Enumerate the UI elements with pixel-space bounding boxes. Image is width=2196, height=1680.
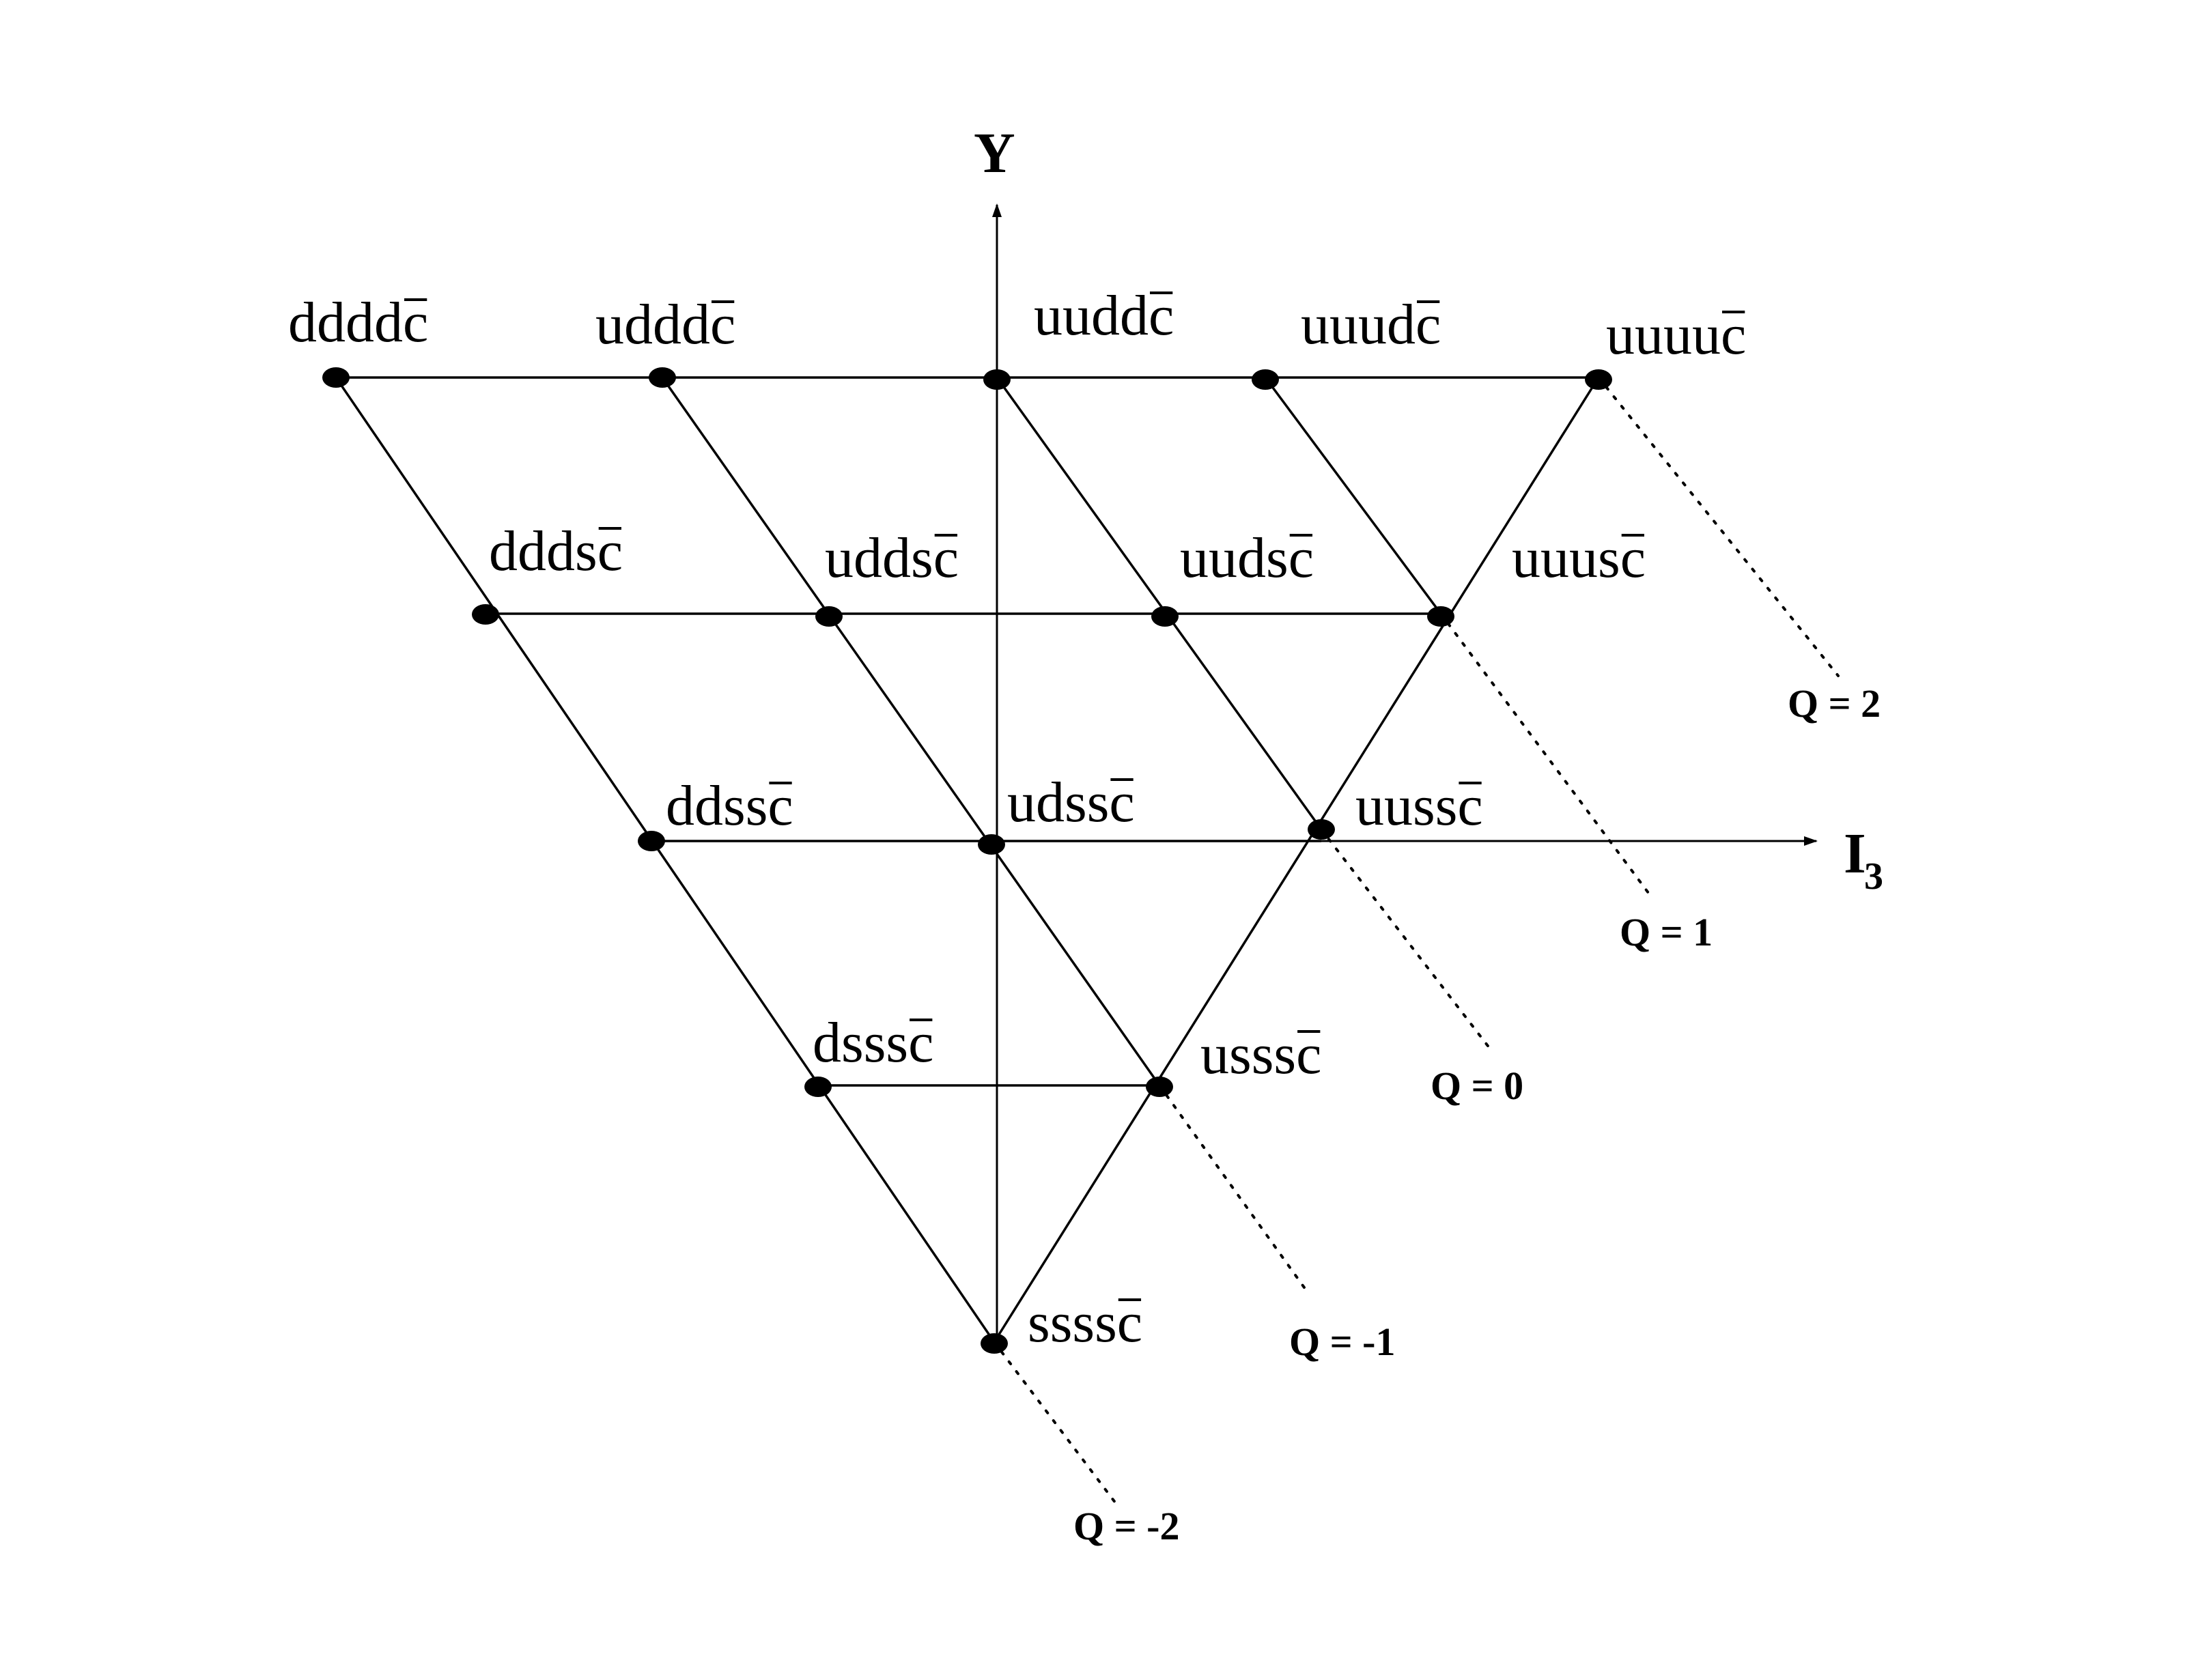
node-dddsc <box>472 604 499 625</box>
svg-text:uussc: uussc <box>1355 774 1483 838</box>
svg-text:uuusc: uuusc <box>1512 526 1646 590</box>
node-ssssc <box>981 1333 1008 1354</box>
diag-a <box>335 377 996 1343</box>
state-label-uuudc: uuudc <box>1301 293 1441 356</box>
svg-text:dsssc: dsssc <box>813 1011 933 1074</box>
state-label-dsssc: dsssc <box>813 1011 933 1074</box>
svg-text:ssssc: ssssc <box>1028 1291 1142 1354</box>
state-label-dddsc: dddsc <box>489 519 623 583</box>
state-label-udssc: udssc <box>1007 771 1135 834</box>
q-line-2 <box>1597 376 1840 677</box>
svg-text:ddddc: ddddc <box>288 291 428 354</box>
node-usssc <box>1146 1077 1173 1097</box>
q-label-minus1: Q = -1 <box>1289 1320 1395 1364</box>
q-label-1: Q = 1 <box>1620 910 1713 954</box>
node-uussc <box>1308 819 1335 840</box>
y-axis-label: Y <box>974 122 1015 185</box>
svg-text:uudsc: uudsc <box>1180 526 1314 590</box>
state-label-uuusc: uuusc <box>1512 526 1646 590</box>
state-label-ssssc: ssssc <box>1028 1291 1142 1354</box>
diag-c <box>996 376 1323 831</box>
svg-text:uuudc: uuudc <box>1301 293 1441 356</box>
state-label-ddssc: ddssc <box>666 774 793 838</box>
node-ddddc <box>322 367 350 388</box>
svg-text:dddsc: dddsc <box>489 519 623 583</box>
q-line-1 <box>1439 612 1654 900</box>
state-label-uussc: uussc <box>1355 774 1483 838</box>
svg-text:udddc: udddc <box>595 293 735 356</box>
svg-text:uddsc: uddsc <box>825 526 959 590</box>
node-ddssc <box>638 831 665 851</box>
q-label-2: Q = 2 <box>1788 681 1881 726</box>
svg-text:uuddc: uuddc <box>1034 284 1174 347</box>
q-label-0: Q = 0 <box>1431 1064 1523 1108</box>
state-label-uddsc: uddsc <box>825 526 959 590</box>
svg-text:udssc: udssc <box>1007 771 1135 834</box>
node-uuddc <box>983 369 1011 390</box>
diag-b <box>661 376 1161 1087</box>
q-line-minus1 <box>1158 1084 1309 1294</box>
node-uudsc <box>1151 606 1179 627</box>
svg-text:usssc: usssc <box>1200 1023 1321 1086</box>
node-uuusc <box>1427 606 1454 627</box>
node-udddc <box>649 367 676 388</box>
state-label-ddddc: ddddc <box>288 291 428 354</box>
state-label-uuddc: uuddc <box>1034 284 1174 347</box>
diag-d <box>1264 376 1442 615</box>
state-label-uuuuc: uuuuc <box>1606 303 1746 367</box>
node-uddsc <box>815 606 843 627</box>
node-udssc <box>978 834 1005 855</box>
q-line-minus2 <box>993 1341 1121 1510</box>
svg-text:ddssc: ddssc <box>666 774 793 838</box>
node-uuudc <box>1252 369 1279 390</box>
q-line-0 <box>1320 828 1493 1053</box>
state-label-uudsc: uudsc <box>1180 526 1314 590</box>
node-dsssc <box>804 1077 832 1097</box>
state-label-usssc: usssc <box>1200 1023 1321 1086</box>
node-uuuuc <box>1585 369 1612 390</box>
i3-axis-label: I <box>1844 822 1866 885</box>
right-edge <box>993 377 1600 1343</box>
state-label-udddc: udddc <box>595 293 735 356</box>
i3-axis-subscript: 3 <box>1864 855 1883 898</box>
q-label-minus2: Q = -2 <box>1073 1504 1179 1548</box>
svg-text:uuuuc: uuuuc <box>1606 303 1746 367</box>
